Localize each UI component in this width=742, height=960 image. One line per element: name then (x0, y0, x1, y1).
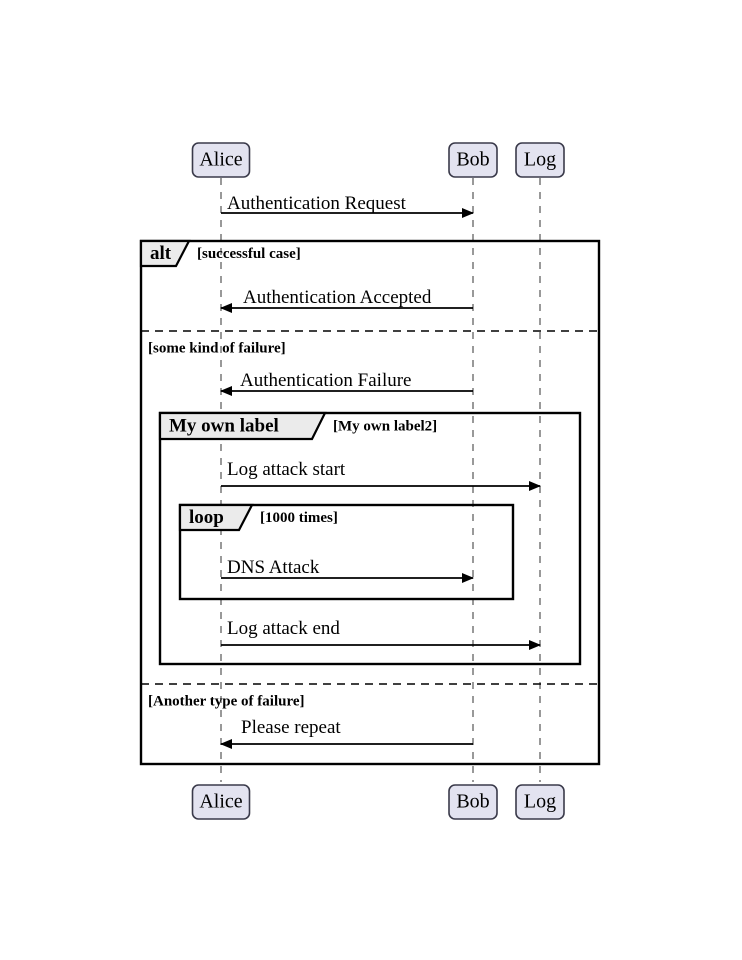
fragment-operator-tab (178, 503, 254, 532)
participant-box (191, 142, 251, 178)
fragment-section-guard-2: [Another type of failure] (148, 693, 305, 709)
participant-label: Alice (199, 791, 242, 813)
message-label: Authentication Failure (240, 370, 411, 391)
message-label: Log attack end (227, 618, 340, 639)
lifelines-layer (220, 178, 541, 782)
fragment-alt-outer: [some kind of failure] [Another type of f… (139, 239, 601, 766)
message-label: Authentication Accepted (243, 287, 432, 308)
fragment-operator-tab (139, 239, 191, 268)
message-label: Please repeat (241, 717, 341, 738)
message-label: Authentication Request (227, 193, 407, 214)
participant-label: Log (524, 149, 556, 171)
participant-box (515, 784, 565, 820)
message-m7: Please repeat (220, 717, 473, 749)
fragments-layer: [some kind of failure] [Another type of f… (139, 239, 601, 766)
message-m1: Authentication Request (221, 193, 474, 218)
participant-alice-bottom[interactable]: Alice (191, 784, 251, 820)
participant-box (515, 142, 565, 178)
fragment-frame (178, 503, 515, 601)
fragment-my-own-label: My own label [My own label2] (158, 411, 582, 666)
fragment-operator-tab (158, 411, 327, 441)
participant-label: Bob (456, 791, 489, 813)
participant-bob-bottom[interactable]: Bob (448, 784, 498, 820)
fragment-operator-label: alt (150, 243, 172, 264)
fragment-section-guard-1: [some kind of failure] (148, 340, 286, 356)
message-m6: Log attack end (221, 618, 541, 650)
message-m2: Authentication Accepted (220, 287, 473, 313)
participant-alice-top[interactable]: Alice (191, 142, 251, 178)
participant-log-top[interactable]: Log (515, 142, 565, 178)
participant-label: Log (524, 791, 556, 813)
fragment-frame (139, 239, 601, 766)
message-label: Log attack start (227, 459, 346, 480)
message-m3: Authentication Failure (220, 370, 473, 396)
participant-box (448, 142, 498, 178)
message-m5: DNS Attack (221, 557, 474, 583)
participant-label: Alice (199, 149, 242, 171)
message-m4: Log attack start (221, 459, 541, 491)
fragment-loop: loop [1000 times] (178, 503, 515, 601)
participant-box (448, 784, 498, 820)
fragment-frame (158, 411, 582, 666)
fragment-operator-label: My own label (169, 415, 279, 436)
participant-label: Bob (456, 149, 489, 171)
fragment-guard-label: [1000 times] (260, 510, 338, 526)
participant-box (191, 784, 251, 820)
message-label: DNS Attack (227, 557, 320, 578)
participant-log-bottom[interactable]: Log (515, 784, 565, 820)
fragment-operator-label: loop (189, 507, 224, 528)
participant-bob-top[interactable]: Bob (448, 142, 498, 178)
fragment-guard-label: [successful case] (197, 246, 301, 262)
fragment-guard-label: [My own label2] (333, 418, 437, 434)
